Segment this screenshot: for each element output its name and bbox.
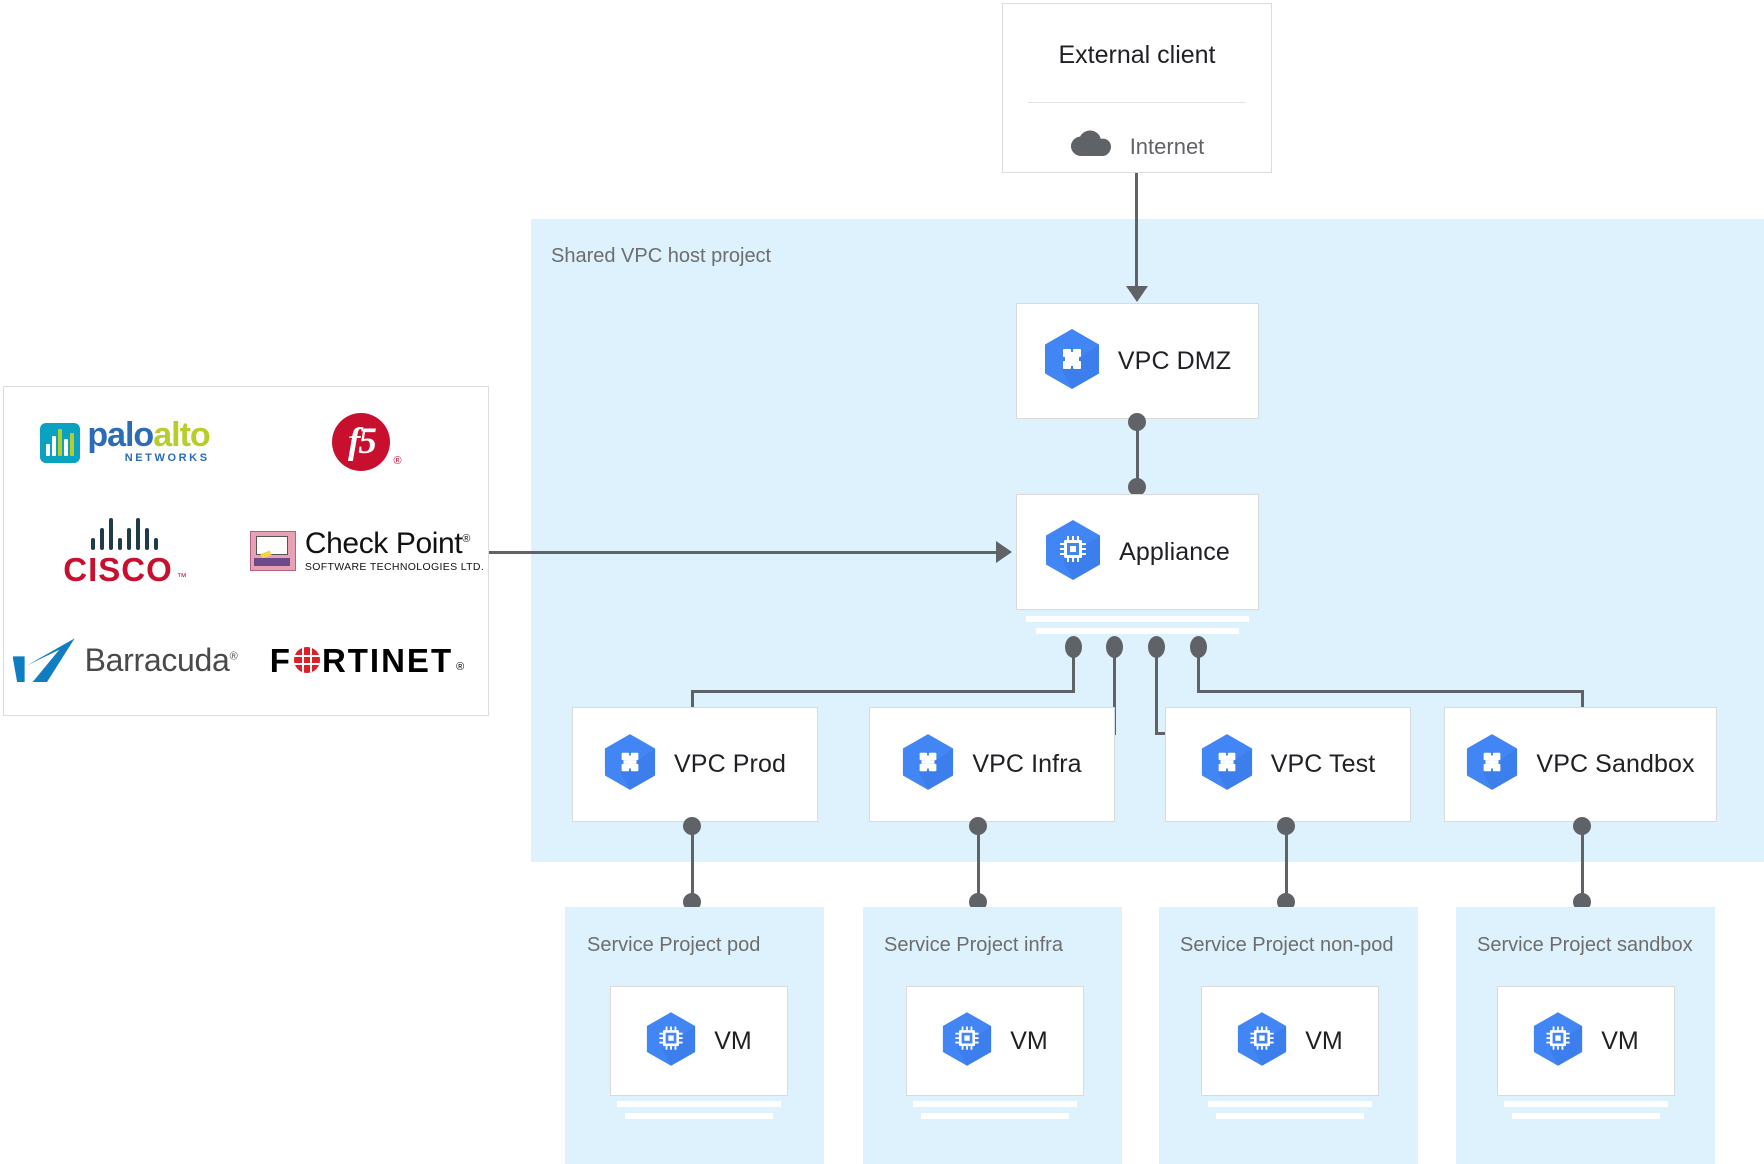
vm-non-pod-stack-bar-1 [1208,1101,1372,1107]
connector-infra-to-sp-infra [977,824,980,900]
vpc-network-icon [902,733,954,796]
palo-alto-mark-icon [40,423,81,464]
palo-alto-word-1: palo [87,415,154,454]
node-vm-infra[interactable]: VM [906,986,1084,1096]
node-vpc-infra[interactable]: VPC Infra [869,707,1115,822]
connector-appliance-prod-seg1 [1072,648,1075,692]
cisco-wordmark: CISCO [63,550,173,588]
connector-prod-to-sp-pod [691,824,694,900]
barracuda-fin-icon [12,638,75,683]
connector-dot-appliance-out-3 [1148,636,1165,658]
service-project-pod-label: Service Project pod [587,934,761,956]
node-vpc-test[interactable]: VPC Test [1165,707,1411,822]
vm-non-pod-stack-bar-2 [1216,1113,1364,1119]
palo-alto-subtitle: NETWORKS [124,452,210,465]
vm-pod-stack-bar-1 [617,1101,781,1107]
connector-sandbox-to-sp-sandbox [1581,824,1584,900]
check-point-wordmark: Check Point [304,527,463,561]
external-client-card: External client Internet [1002,3,1272,173]
external-client-divider [1028,102,1246,103]
check-point-mark-icon [249,530,296,571]
connector-appliance-sandbox-seg2 [1197,690,1584,693]
node-vm-sandbox[interactable]: VM [1497,986,1675,1096]
connector-test-to-sp-nonpod [1285,824,1288,900]
connector-dot-appliance-out-2 [1106,636,1123,658]
connector-appliance-test-seg1 [1155,648,1158,734]
node-appliance[interactable]: Appliance [1016,494,1259,610]
connector-dot-appliance-top [1128,478,1146,496]
vm-instance-icon [1533,1011,1583,1072]
vpc-network-icon [604,733,656,796]
service-project-infra-label: Service Project infra [884,934,1063,956]
vm-pod-label: VM [714,1026,752,1055]
palo-alto-word-2: alto [153,415,210,454]
vm-instance-icon [646,1011,696,1072]
vendor-logo-check-point: Check Point® SOFTWARE TECHNOLOGIES LTD. [246,496,488,605]
check-point-subtitle: SOFTWARE TECHNOLOGIES LTD. [304,561,485,574]
arrowhead-client-to-dmz [1126,286,1148,302]
cloud-icon [1070,130,1114,163]
vm-sandbox-stack-bar-2 [1512,1113,1660,1119]
vm-infra-stack-bar-1 [913,1101,1077,1107]
vm-infra-stack-bar-2 [921,1113,1069,1119]
cisco-tm-mark: ™ [176,571,187,583]
vpc-prod-label: VPC Prod [674,750,786,778]
vendor-logo-cisco: CISCO ™ [4,496,246,605]
service-project-non-pod-label: Service Project non-pod [1180,934,1394,956]
connector-appliance-infra-seg1 [1113,648,1116,734]
vm-instance-icon [942,1011,992,1072]
vm-instance-icon [1237,1011,1287,1072]
connector-dot-appliance-out-4 [1190,636,1207,658]
appliance-chip-icon [1045,519,1101,586]
vendor-logos-panel: paloalto NETWORKS f5 ® [3,386,489,716]
node-vm-non-pod[interactable]: VM [1201,986,1379,1096]
connector-dot-appliance-out-1 [1065,636,1082,658]
vendor-logo-palo-alto: paloalto NETWORKS [4,387,246,496]
service-project-sandbox-label: Service Project sandbox [1477,934,1693,956]
node-vpc-dmz[interactable]: VPC DMZ [1016,303,1259,419]
external-client-network-label: Internet [1129,133,1205,159]
appliance-stack-bar-1 [1026,616,1249,622]
arrowhead-vendors-to-appliance [996,541,1012,563]
vpc-sandbox-label: VPC Sandbox [1536,750,1695,778]
vm-pod-stack-bar-2 [625,1113,773,1119]
barracuda-wordmark: Barracuda [84,641,230,678]
vendor-logo-barracuda: Barracuda® [4,606,246,715]
node-vpc-prod[interactable]: VPC Prod [572,707,818,822]
node-vpc-sandbox[interactable]: VPC Sandbox [1444,707,1717,822]
connector-appliance-sandbox-seg1 [1197,648,1200,692]
vpc-dmz-label: VPC DMZ [1117,346,1232,375]
connector-client-to-dmz [1135,173,1138,289]
fortinet-dot-icon [293,647,320,674]
appliance-stack-bar-2 [1036,628,1239,634]
connector-dmz-to-appliance [1136,420,1139,483]
vm-sandbox-stack-bar-1 [1504,1101,1668,1107]
connector-dot-sp-infra-top [969,893,987,911]
external-client-title: External client [1058,41,1216,69]
connector-dot-sp-pod-top [683,893,701,911]
cisco-bridge-icon [91,516,159,550]
fortinet-registered-mark: ® [456,660,465,673]
connector-appliance-prod-seg2 [691,690,1075,693]
shared-vpc-region-label: Shared VPC host project [551,245,772,267]
connector-vendors-to-appliance [489,551,997,554]
vpc-infra-label: VPC Infra [972,750,1082,778]
node-vm-pod[interactable]: VM [610,986,788,1096]
vm-infra-label: VM [1010,1026,1048,1055]
fortinet-wordmark-pre: F [269,641,292,679]
vendor-logo-fortinet: F RTINET ® [246,606,488,715]
connector-dot-sp-sandbox-top [1573,893,1591,911]
vm-non-pod-label: VM [1305,1026,1343,1055]
f5-mark-icon: f5 [332,412,391,471]
vendor-logo-f5: f5 ® [246,387,488,496]
connector-dot-sp-nonpod-top [1277,893,1295,911]
vpc-test-label: VPC Test [1270,750,1376,778]
vpc-network-icon [1466,733,1518,796]
fortinet-wordmark-post: RTINET [321,641,454,679]
vpc-network-icon [1044,328,1100,395]
f5-registered-mark: ® [393,454,402,467]
vm-sandbox-label: VM [1601,1026,1639,1055]
appliance-label: Appliance [1119,537,1230,566]
vpc-network-icon [1201,733,1253,796]
